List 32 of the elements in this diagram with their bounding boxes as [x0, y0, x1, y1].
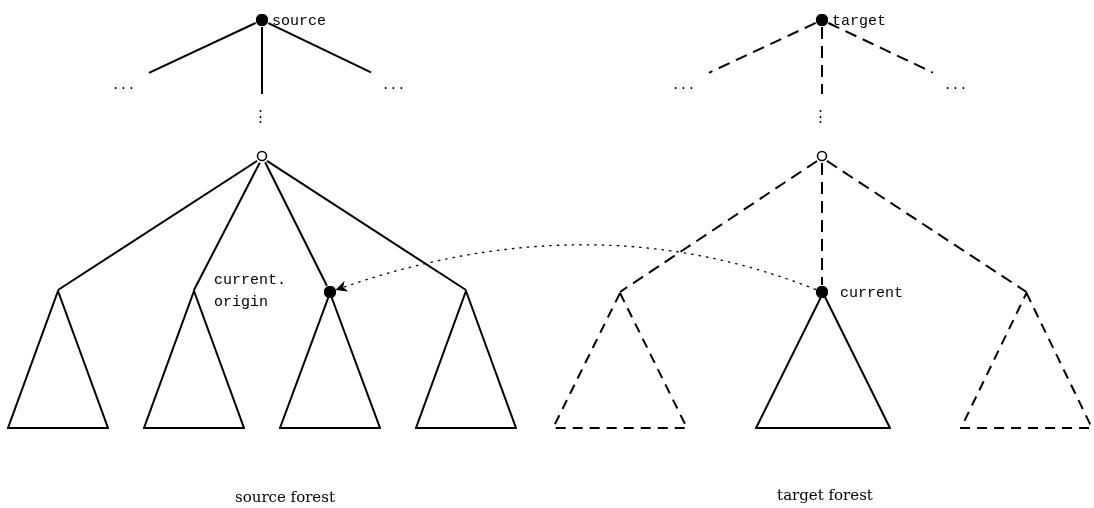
ellipsis-text: ...	[112, 74, 138, 94]
open-node-circle	[256, 150, 268, 162]
tree-edge	[827, 22, 934, 74]
tree-edge	[708, 21, 817, 74]
subtree-triangle	[552, 292, 688, 429]
tree-edge	[265, 159, 467, 291]
node-label: source	[272, 12, 327, 32]
ellipsis-text: ...	[382, 74, 408, 94]
subtree-triangle	[415, 290, 517, 429]
tree-edge	[821, 162, 823, 286]
tree-edge	[264, 161, 328, 287]
tree-edge	[267, 22, 372, 74]
node-label: current	[840, 284, 904, 304]
forest-caption: source forest	[234, 487, 336, 508]
subtree-triangle	[7, 290, 109, 429]
tree-edge	[825, 159, 1028, 293]
ellipsis-text: ⋮	[812, 105, 832, 127]
tree-edge	[148, 21, 257, 74]
tree-edge	[57, 159, 259, 291]
tree-edge	[821, 26, 823, 95]
open-node-circle	[816, 150, 828, 162]
tree-edge	[261, 26, 263, 95]
ellipsis-text: ...	[944, 74, 970, 94]
dotted-arrow	[335, 244, 817, 292]
tree-edge	[193, 161, 261, 291]
ellipsis-text: ⋮	[252, 105, 272, 127]
node-label: target	[832, 12, 887, 32]
node-label: current. origin	[214, 271, 287, 313]
tree-edge	[619, 160, 819, 293]
subtree-triangle	[960, 292, 1093, 429]
forest-caption: target forest	[776, 485, 874, 506]
ellipsis-text: ...	[672, 74, 698, 94]
